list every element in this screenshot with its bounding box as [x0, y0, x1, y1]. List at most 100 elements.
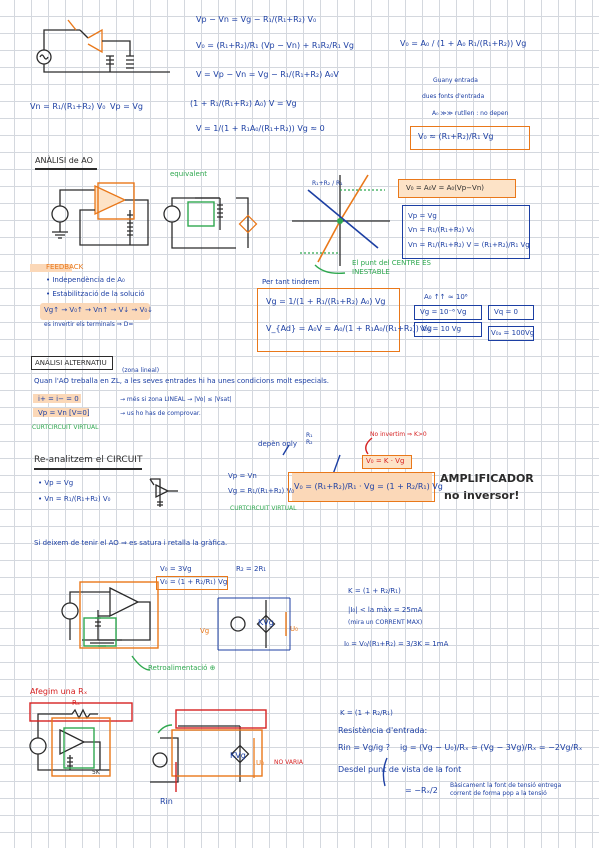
- rx-res-title: Resistència d'entrada:: [338, 726, 428, 735]
- title-underline: [35, 168, 97, 170]
- rx-no-varia: NO VARIA: [274, 759, 303, 766]
- eq-v0-gain: V₀ = A₀ / (1 + A₀ R₁/(R₁+R₂)) Vg: [400, 39, 527, 48]
- eq-v0-expansion: V₀ = (R₁+R₂)/R₁ (Vp − Vn) + R₁R₂/R₁ Vg: [196, 41, 354, 50]
- section-title-reanal: Re-analitzem el CIRCUIT: [34, 455, 143, 465]
- sat-uo: U₀: [290, 625, 298, 633]
- rx-title: Afegim una Rₓ: [30, 687, 88, 696]
- alt-cond1-note: → més si zona LINEAL → |Vo| ≤ |Vsat|: [120, 396, 232, 403]
- vo-kvg: V₀ = K · Vg: [366, 457, 405, 465]
- sat-limit: |I₀| < la màx = 25mA: [348, 606, 423, 614]
- rx-ig-eq: ig = (Vg − U₀)/Rₓ = (Vg − 3Vg)/Rₓ = −2Vg…: [400, 743, 583, 752]
- rx-rin: Rin: [160, 797, 173, 806]
- conditions-box: [402, 205, 530, 259]
- alt-cond1: i+ = i− = 0: [38, 395, 79, 403]
- vg-small: Vg = 10⁻⁶ Vg: [420, 308, 467, 316]
- rx-k-eq: K = (1 + R₂/R₁): [340, 709, 393, 717]
- cond1-highlight: [33, 394, 81, 403]
- feedback-chain-note: es invertir els terminals ⇒ D=: [44, 321, 134, 328]
- cond-vn-full: Vn = R₁/(R₁+R₂) V = (R₁+R₂)/R₁ Vg: [408, 241, 530, 249]
- alt-title-box: [31, 356, 113, 370]
- per-tant: Per tant tindrem: [262, 278, 320, 286]
- sat-limit-note: (mira un CORRENT MAX): [348, 619, 423, 626]
- main-eq-highlight: [292, 473, 432, 501]
- feedback-title: FEEDBACK: [46, 263, 84, 271]
- vg-small-box: [414, 305, 482, 320]
- sat-vo-eq: V₀ = 3Vg: [160, 565, 192, 573]
- reanal-mid-1: Vp = Vn: [228, 472, 257, 480]
- retro-label: Retroalimentació ⊕: [148, 664, 216, 672]
- result-box: [410, 126, 530, 150]
- sat-r-eq: R₂ = 2R₁: [236, 565, 267, 573]
- eq-v-approx-zero: V = 1/(1 + R₁A₀/(R₁+R₂)) Vg ≈ 0: [196, 124, 325, 133]
- vad-small-box: [414, 322, 482, 337]
- title-underline: [34, 468, 142, 470]
- reanal-bullet-2: • Vn = R₁/(R₁+R₂) V₀: [38, 495, 111, 503]
- sat-vg: Vg: [200, 627, 210, 635]
- rx-uo: U₀: [256, 759, 264, 767]
- a0-large: A₀ ↑↑ ≈ 10⁶: [424, 293, 468, 301]
- a0v-box: [398, 179, 516, 198]
- a0v-eq: V₀ = A₀V = A₀(Vp−Vn): [406, 184, 484, 192]
- reanal-bullet-1: • Vp = Vg: [38, 479, 74, 487]
- per-tant-box: [257, 288, 400, 352]
- vad100: V₀ₐ = 100Vg: [491, 329, 535, 337]
- eq-v-collected: (1 + R₁/(R₁+R₂) A₀) V = Vg: [190, 99, 297, 108]
- rx-kvg: KVg: [230, 751, 246, 760]
- feedback-chain: Vg↑ → V₀↑ → Vn↑ → V↓ → V₀↓: [44, 306, 154, 314]
- vq0-box: [488, 305, 534, 320]
- rx-5k: 5K: [92, 769, 100, 776]
- cond-vp: Vp = Vg: [408, 212, 437, 220]
- graph-slope-label: R₁+R₂ / R₁: [312, 180, 343, 187]
- vad100-box: [488, 326, 534, 341]
- eq-v-difference: V = Vp − Vn = Vg − R₁/(R₁+R₂) A₀V: [196, 70, 339, 79]
- amplificador-label: AMPLIFICADOR: [440, 472, 534, 485]
- cond-vn: Vn = R₁/(R₁+R₂) V₀: [408, 226, 475, 234]
- label-equivalent: equivalent: [170, 170, 207, 178]
- sat-k-eq: K = (1 + R₂/R₁): [348, 587, 401, 595]
- sat-io-eq: I₀ = V₀/(R₁+R₂) = 3/3K = 1mA: [344, 640, 449, 648]
- section-title-alternatiu: ANÀLISI ALTERNATIU: [35, 359, 107, 367]
- rx-desde: Desdel punt de vista de la font: [338, 765, 462, 774]
- r-labels: R₁ R₂: [306, 432, 313, 447]
- rx-label: Rₓ: [72, 699, 80, 707]
- alt-cond2-note: → us ho has de comprovar.: [120, 410, 201, 417]
- note-fonts: dues fonts d'entrada: [422, 93, 485, 100]
- vo-kvg-box: [362, 455, 412, 469]
- note-guany: Guany entrada: [433, 77, 478, 84]
- reanal-mid-2: Vg = R₁/(R₁+R₂) V₀: [228, 487, 295, 495]
- rx-rin-eq: Rin = Vg/ig ?: [338, 743, 390, 752]
- vad-eq: V_{Ad} = A₀V = A₀/(1 + R₁A₀/(R₁+R₂)) Vg: [266, 324, 432, 333]
- note-a0: A₀ ≫≫ rutllen : no depen: [432, 110, 509, 117]
- sat-vo2-box: [156, 576, 228, 590]
- feedback-item-2: • Estabilització de la solució: [46, 290, 145, 298]
- rx-note: Bàsicament la font de tensió entrega cor…: [450, 782, 562, 797]
- unstable-note: El punt del CENTRE ÉS INESTABLE: [352, 259, 431, 277]
- sat-sentence: Si deixem de tenir el AO ⇒ es satura i r…: [34, 539, 228, 547]
- reanal-curt: CURTCIRCUIT VIRTUAL: [230, 505, 297, 512]
- feedback-highlight: [30, 264, 72, 272]
- eq-vp-minus-vn: Vp − Vn = Vg − R₁/(R₁+R₂) V₀: [196, 15, 317, 24]
- main-eq: V₀ = (R₁+R₂)/R₁ · Vg = (1 + R₂/R₁) Vg: [294, 482, 443, 491]
- no-inversor-label: no inversor!: [444, 489, 520, 502]
- eq-vp: Vp = Vg: [110, 102, 143, 111]
- depen-label: depèn only: [258, 440, 297, 448]
- vad-small: V₀ₐ = 10 Vg: [420, 325, 462, 333]
- result-v0: V₀ ≈ (R₁+R₂)/R₁ Vg: [418, 132, 494, 141]
- section-title-analisi: ANÀLISI de AO: [35, 156, 93, 165]
- alt-sentence: Quan l'AO treballa en ZL, a les seves en…: [34, 377, 329, 385]
- cond2-highlight: [33, 408, 89, 417]
- main-eq-box: [288, 472, 435, 502]
- sat-vo2: V₀ = (1 + R₂/R₁) Vg: [160, 578, 228, 586]
- alt-subtitle: (zona lineal): [122, 367, 160, 374]
- alt-cond2: Vp = Vn [V=0]: [38, 409, 90, 417]
- feedback-item-1: • Independència de A₀: [46, 276, 125, 284]
- no-invertirl: No invertim ⇒ K>0: [370, 431, 427, 438]
- sat-kvg: KVg: [258, 618, 274, 627]
- chain-highlight: [40, 303, 150, 320]
- alt-curtcircuit: CURTCIRCUIT VIRTUAL: [32, 424, 99, 431]
- eq-vn: Vn = R₁/(R₁+R₂) V₀: [30, 102, 106, 111]
- rx-equiv: = −Rₓ/2: [405, 786, 438, 795]
- vq0: Vq = 0: [494, 308, 519, 316]
